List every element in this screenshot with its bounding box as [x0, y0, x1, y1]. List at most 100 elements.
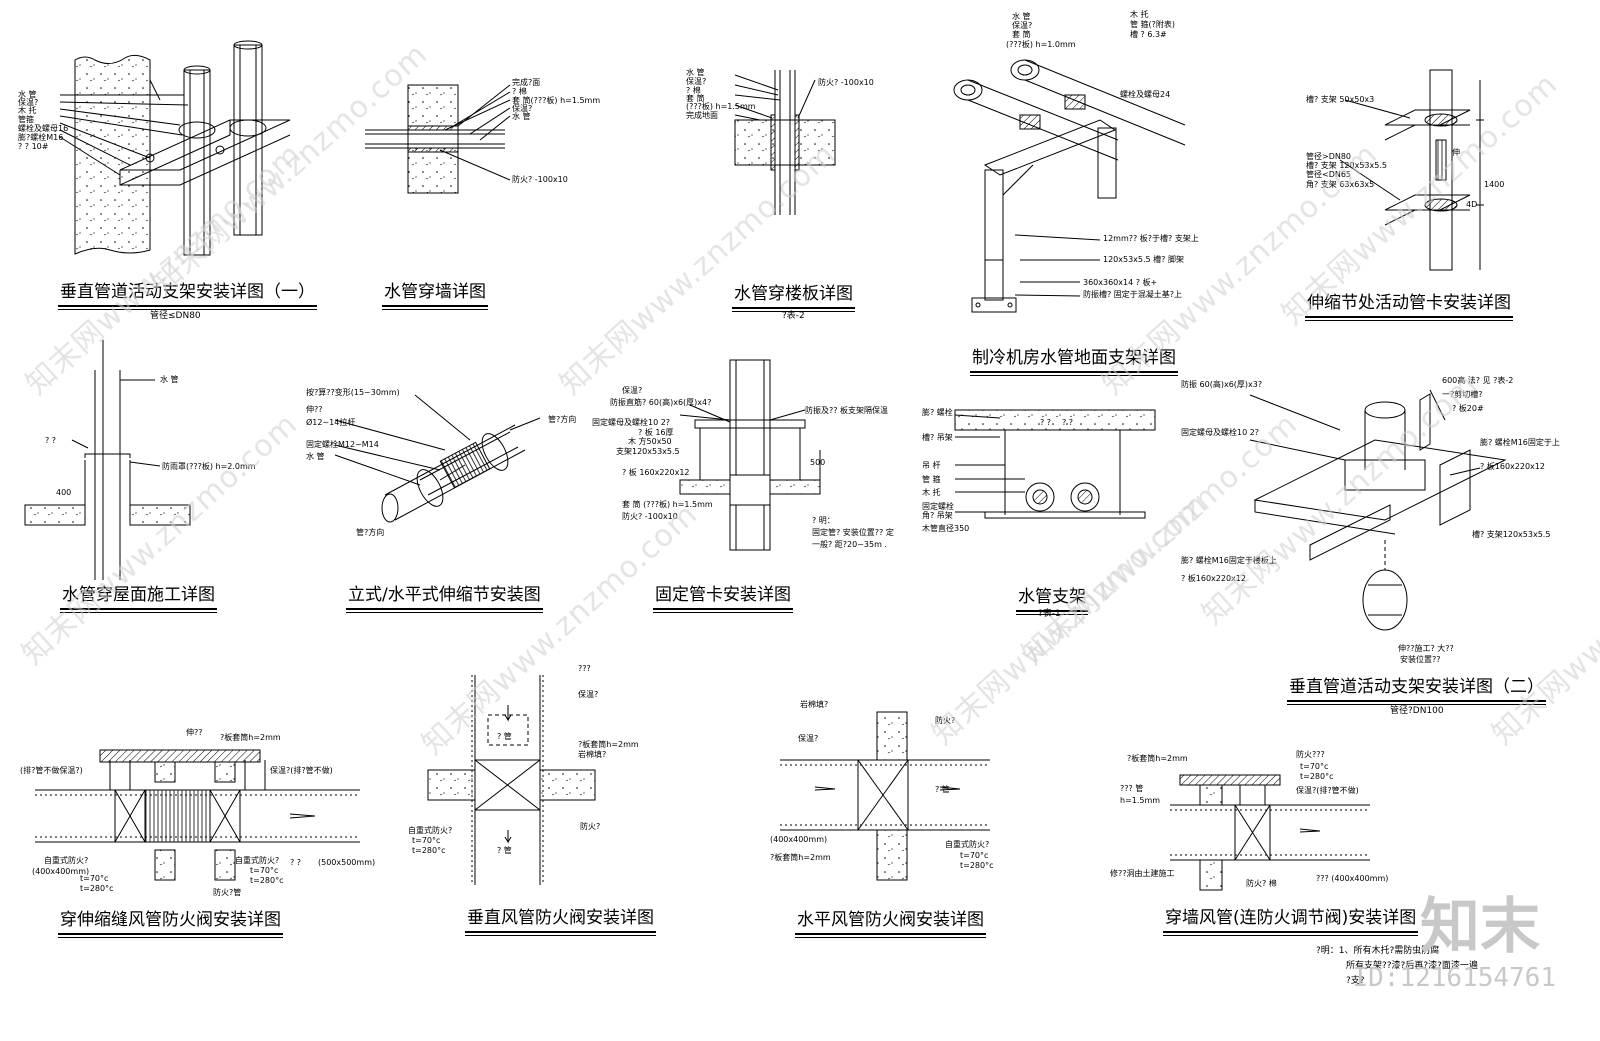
- subtitle-d1: 管径≤DN80: [150, 311, 201, 321]
- label-d5-5: 伸: [1452, 148, 1460, 157]
- label-d8-2: 固定螺母及螺栓10 2?: [592, 418, 671, 427]
- label-d12-6: t=280°c: [412, 846, 446, 855]
- label-d4-2: 套 筒: [1012, 30, 1031, 39]
- label-d13-3: ? 管: [935, 785, 950, 794]
- label-d5-1: 管径>DN80: [1306, 152, 1352, 161]
- brand-id: ID:1216154761: [1352, 963, 1557, 993]
- label-d12-8: ? 管: [497, 732, 512, 741]
- diagram-d10: [1249, 389, 1507, 631]
- title-d4: 制冷机房水管地面支架详图: [970, 343, 1178, 376]
- label-d10-4: 固定螺母及螺栓10 2?: [1181, 428, 1260, 437]
- label-d3-2: ? 棉: [686, 86, 701, 95]
- title-d13: 水平风管防火阀安装详图: [795, 905, 986, 938]
- label-d4-4: 木 托: [1130, 10, 1149, 19]
- diagram-d7: [334, 394, 541, 523]
- bottom-note-1: 所有支架??漆?后再?漆?面漆一遍: [1346, 961, 1478, 971]
- label-d6-2: 防雨罩(???板) h=2.0mm: [162, 462, 256, 471]
- label-d5-3: 管径<DN65: [1306, 170, 1352, 179]
- label-d1-4: 螺栓及螺母16: [18, 124, 69, 133]
- diagram-d14: [1170, 774, 1370, 891]
- label-d8-8: 套 筒 (???板) h=1.5mm: [622, 500, 713, 509]
- label-d10-8: 膨? 螺栓M16固定于楼板上: [1181, 556, 1277, 565]
- label-d4-8: 12mm?? 板?于槽? 支架上: [1103, 234, 1199, 243]
- label-d13-2: 防火?: [935, 716, 956, 725]
- bottom-note-0: ?明：1、所有木托?需防虫防腐: [1316, 946, 1440, 956]
- label-d14-5: t=280°c: [1300, 772, 1334, 781]
- label-d8-4: 木 方50x50: [628, 437, 672, 446]
- label-d8-9: 防火? -100x10: [622, 512, 678, 521]
- label-d3-0: 水 管: [686, 68, 705, 77]
- label-d11-6: t=70°c: [80, 874, 109, 883]
- label-d8-11: ? 明：: [812, 516, 835, 525]
- label-d4-10: 360x360x14 ? 板+: [1083, 278, 1158, 287]
- label-d8-0: 保温?: [622, 386, 643, 395]
- diagram-d4: [953, 59, 1186, 313]
- label-d9-9: ? ?: [1062, 418, 1074, 427]
- label-d9-7: 木管直径350: [922, 524, 970, 533]
- subtitle-d3: ?表-2: [782, 311, 805, 321]
- label-d13-5: ?板套筒h=2mm: [770, 853, 831, 862]
- label-d14-3: 防火???: [1296, 750, 1325, 759]
- label-d9-5: 固定螺栓: [922, 502, 954, 511]
- label-d11-5: (400x400mm): [32, 867, 90, 876]
- label-d8-1: 防振直筋? 60(高)x6(厚)x4?: [610, 398, 712, 407]
- label-d13-4: (400x400mm): [770, 835, 828, 844]
- label-d9-1: 槽? 吊架: [922, 433, 953, 442]
- label-d5-7: 4D: [1466, 200, 1478, 209]
- label-d11-13: 防火?管: [213, 888, 242, 897]
- brand-logo: 知末: [1420, 892, 1540, 962]
- label-d7-5: 管?方向: [548, 415, 577, 424]
- label-d4-1: 保温?: [1012, 21, 1033, 30]
- title-d7: 立式/水平式伸缩节安装图: [346, 580, 543, 613]
- label-d7-4: 水 管: [306, 452, 325, 461]
- label-d8-7: ? 板 160x220x12: [622, 468, 690, 477]
- label-d4-7: 螺栓及螺母24: [1120, 90, 1171, 99]
- label-d9-8: ? ?: [1040, 418, 1052, 427]
- label-d8-6: 防振及?? 板支架隔保温: [805, 406, 889, 415]
- label-d1-3: 管箍: [18, 115, 34, 124]
- label-d5-0: 槽? 支架 50x50x3: [1306, 95, 1375, 104]
- label-d5-2: 槽? 支架 120x53x5.5: [1306, 161, 1387, 170]
- label-d10-5: 膨? 螺栓M16固定于上: [1480, 438, 1560, 447]
- label-d10-2: 一?剪切槽?: [1442, 390, 1483, 399]
- label-d7-1: 伸??: [306, 405, 323, 414]
- label-d12-0: ???: [578, 664, 591, 673]
- label-d6-1: ? ?: [45, 436, 57, 445]
- label-d14-6: 保温?(排?管不做): [1296, 786, 1359, 795]
- label-d2-3: 保温?: [512, 104, 533, 113]
- title-d3: 水管穿楼板详图: [732, 279, 855, 312]
- label-d14-7: 修??洞由土建施工: [1110, 869, 1175, 878]
- label-d13-1: 保温?: [798, 734, 819, 743]
- label-d1-6: ? ? 10#: [18, 142, 49, 151]
- label-d4-6: 槽 ? 6.3#: [1130, 30, 1167, 39]
- label-d12-9: ? 管: [497, 846, 512, 855]
- label-d11-0: (排?管不做保温?): [20, 766, 83, 775]
- label-d5-6: 1400: [1484, 180, 1505, 189]
- label-d11-12: (500x500mm): [318, 858, 376, 867]
- label-d10-0: 防振 60(高)x6(厚)x3?: [1181, 380, 1263, 389]
- label-d1-0: 水 管: [18, 90, 37, 99]
- title-d8: 固定管卡安装详图: [653, 580, 793, 613]
- title-d6: 水管穿屋面施工详图: [60, 580, 217, 613]
- label-d7-6: 管?方向: [356, 528, 385, 537]
- label-d8-5: 支架120x53x5.5: [616, 447, 680, 456]
- label-d2-1: ? 棉: [512, 87, 527, 96]
- diagram-d13: [780, 711, 990, 881]
- label-d3-6: 防火? -100x10: [818, 78, 874, 87]
- label-d7-3: 固定螺栓M12~M14: [306, 440, 379, 449]
- diagram-d8: [679, 359, 821, 551]
- subtitle-d10: 管径?DN100: [1390, 706, 1444, 716]
- label-d11-7: t=280°c: [80, 884, 114, 893]
- label-d11-2: ?板套筒h=2mm: [220, 733, 281, 742]
- label-d1-5: 膨?螺栓M16: [18, 133, 64, 142]
- label-d2-2: 套 筒(???板) h=1.5mm: [512, 96, 601, 105]
- diagram-d11: [35, 749, 360, 881]
- label-d9-3: 管 箍: [922, 475, 941, 484]
- title-d10: 垂直管道活动支架安装详图（二）: [1287, 672, 1546, 705]
- label-d9-4: 木 托: [922, 488, 941, 497]
- label-d10-9: ? 板160x220x12: [1181, 574, 1246, 583]
- label-d11-9: t=70°c: [250, 866, 279, 875]
- bottom-note-2: ?支?: [1346, 976, 1365, 986]
- label-d4-11: 防振槽? 固定于混凝土基?上: [1083, 290, 1183, 299]
